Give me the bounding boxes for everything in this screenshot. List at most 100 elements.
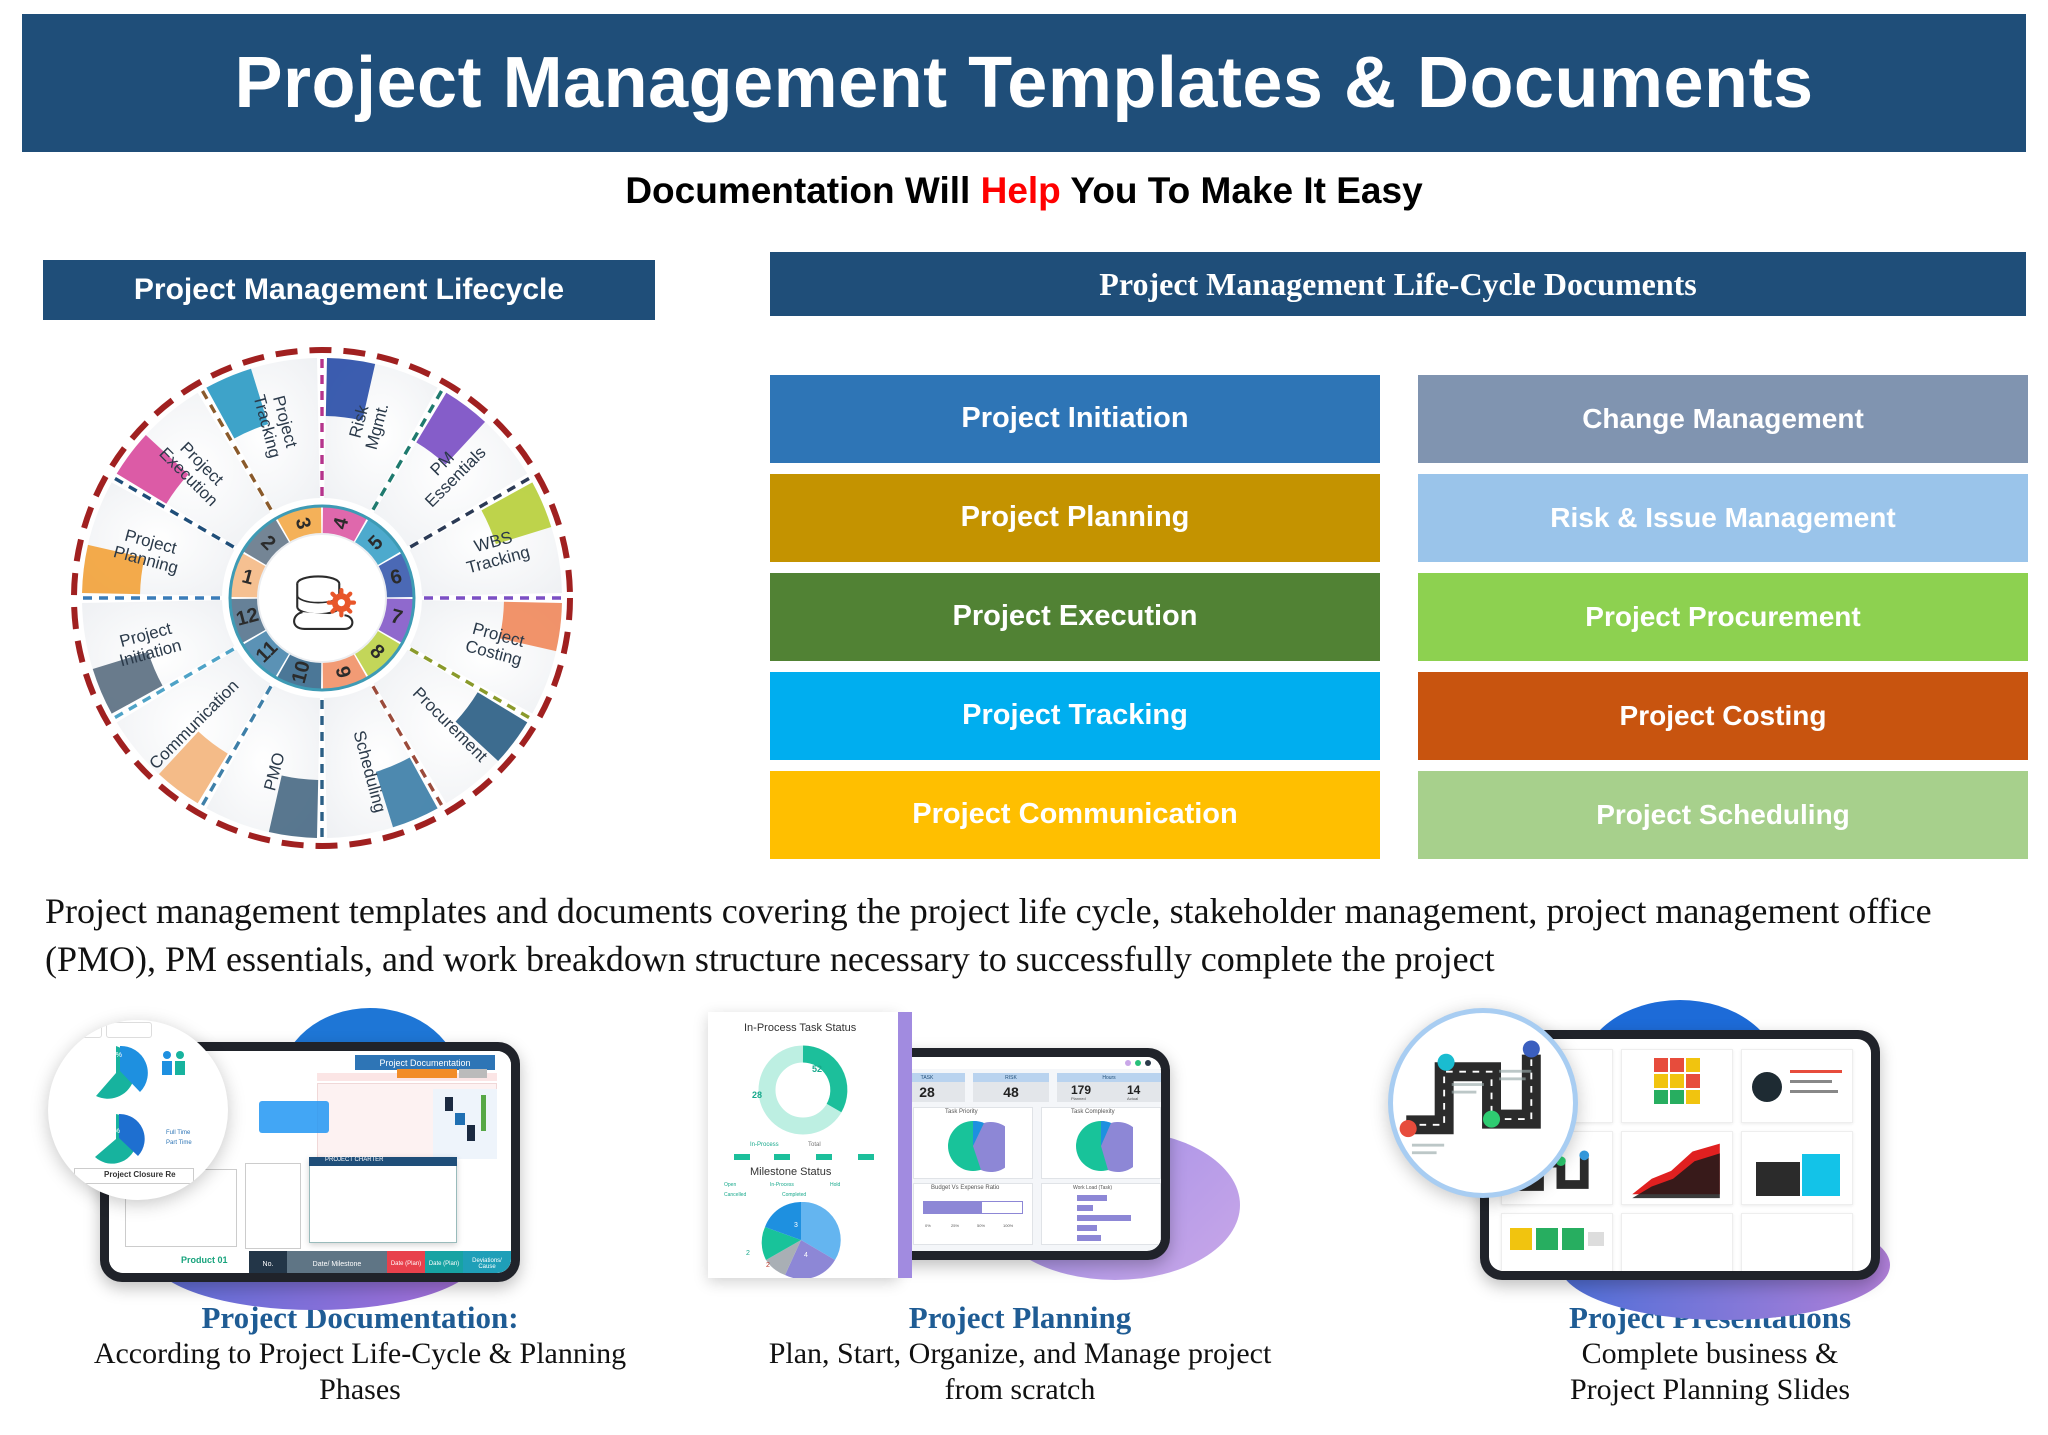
doc-button-project-costing[interactable]: Project Costing — [1418, 672, 2028, 760]
documents-section-header: Project Management Life-Cycle Documents — [770, 252, 2026, 316]
doc-button-label: Project Costing — [1619, 699, 1827, 731]
tablet-screen-2: TASK 28 RISK 48 Hours 179 Planned 14 Act… — [879, 1057, 1161, 1251]
wheel-number-wedge-8 — [353, 629, 402, 678]
card-project-documentation[interactable]: Project Documentation — [30, 1000, 690, 1408]
pie-value-2: 3 — [756, 1220, 760, 1227]
doc-button-project-procurement[interactable]: Project Procurement — [1418, 573, 2028, 661]
legend-part-time: Part Time — [166, 1140, 192, 1146]
pie-task-priority — [948, 1120, 1005, 1172]
donut-value-52: 52 — [812, 1064, 823, 1074]
doc-button-project-communication[interactable]: Project Communication — [770, 771, 1380, 859]
kpi-header-risk: RISK — [973, 1073, 1049, 1082]
doc-button-label: Project Tracking — [962, 699, 1188, 732]
pie-legend-hold: Hold — [830, 1182, 841, 1188]
documents-button-grid: Project Initiation Change Management Pro… — [770, 375, 2028, 859]
doc-button-change-management[interactable]: Change Management — [1418, 375, 2028, 463]
doc-button-project-scheduling[interactable]: Project Scheduling — [1418, 771, 2028, 859]
roadmap-zoom-icon — [1399, 1040, 1541, 1155]
wheel-number-wedge-5 — [353, 518, 402, 567]
doc-button-label: Project Communication — [912, 798, 1238, 831]
subtitle-after: You To Make It Easy — [1060, 170, 1423, 211]
doc-button-project-planning[interactable]: Project Planning — [770, 474, 1380, 562]
card-1-subtitle-line1: According to Project Life-Cycle & Planni… — [93, 1336, 627, 1370]
magnifier-lens-3 — [1388, 1008, 1578, 1198]
pie-task-complexity — [1076, 1120, 1133, 1172]
pie-label-56: 56% — [106, 1128, 121, 1135]
kpi-value-actual: 14 — [1127, 1083, 1141, 1097]
page-title: Project Management Templates & Documents — [234, 43, 1814, 123]
wheel-number-7: 7 — [388, 605, 404, 629]
wheel-number-wedge-11 — [242, 629, 291, 678]
card-project-presentations[interactable]: Project Presentations Complete business … — [1380, 1000, 2040, 1408]
wheel-center-hub — [257, 533, 387, 663]
kpi-header-task: TASK — [889, 1073, 965, 1082]
people-icon — [162, 1051, 185, 1075]
slide-icon-grid — [1501, 1213, 1613, 1271]
doc-button-label: Project Initiation — [961, 402, 1189, 435]
slide-risk-matrix — [1621, 1049, 1733, 1123]
title-banner: Project Management Templates & Documents — [22, 14, 2026, 152]
documents-header-label: Project Management Life-Cycle Documents — [1099, 265, 1697, 302]
lifecycle-header-label: Project Management Lifecycle — [133, 273, 565, 306]
doc-button-label: Change Management — [1582, 402, 1864, 434]
table-header-milestone: Date/ Milestone — [287, 1251, 387, 1273]
pie-chart-bottom — [95, 1113, 145, 1164]
chart-title-task-complexity: Task Complexity — [1071, 1109, 1115, 1115]
doc-label: Project Closure Re — [104, 1170, 176, 1179]
doc-button-project-tracking[interactable]: Project Tracking — [770, 672, 1380, 760]
slide-profile — [1741, 1049, 1853, 1123]
donut-legend-in-process: In-Process — [750, 1142, 779, 1148]
pie-legend-in-process: In-Process — [770, 1182, 794, 1188]
pie-label-55: 55% — [78, 1054, 93, 1061]
doc-button-label: Project Execution — [952, 600, 1198, 633]
screen-title-bar: Project Documentation — [355, 1055, 495, 1070]
card-2-subtitle-line2: from scratch — [944, 1372, 1096, 1406]
card-3-artwork — [1380, 1000, 2040, 1320]
donut-task-status — [758, 1045, 848, 1135]
doc-button-project-execution[interactable]: Project Execution — [770, 573, 1380, 661]
wheel-segment-11 — [116, 649, 271, 804]
doc-button-label: Project Procurement — [1585, 600, 1861, 632]
pie-milestone-status — [761, 1202, 841, 1278]
pie-legend-completed: Completed — [782, 1192, 807, 1198]
chart-title-workload: Work Load (Task) — [1073, 1185, 1113, 1191]
magnifier-lens: 4.4 66 48% 55% — [48, 1020, 228, 1200]
doc-button-label: Risk & Issue Management — [1550, 501, 1896, 533]
product-label: Product 01 — [181, 1255, 228, 1265]
wheel-number-3: 3 — [291, 515, 315, 531]
slide-area-chart — [1621, 1131, 1733, 1205]
chart-title-budget: Budget Vs Expense Ratio — [931, 1185, 1000, 1191]
feature-cards: Project Documentation — [0, 1000, 2048, 1435]
kpi-sublabel-planned: Planned — [1071, 1096, 1086, 1101]
panel-title-milestone: Milestone Status — [750, 1166, 832, 1178]
panel-spine — [898, 1012, 912, 1278]
doc-button-label: Project Planning — [960, 501, 1190, 534]
donut-value-28: 28 — [752, 1090, 763, 1100]
pie-chart-top — [96, 1045, 148, 1099]
tablet-frame-2: TASK 28 RISK 48 Hours 179 Planned 14 Act… — [870, 1048, 1170, 1260]
lifecycle-section-header: Project Management Lifecycle — [43, 260, 655, 320]
card-2-caption: Project Planning Plan, Start, Organize, … — [690, 1300, 1350, 1408]
card-1-caption: Project Documentation: According to Proj… — [30, 1300, 690, 1408]
table-header-no: No. — [249, 1251, 287, 1273]
doc-button-project-initiation[interactable]: Project Initiation — [770, 375, 1380, 463]
pie-label-48: 48% — [108, 1052, 123, 1059]
table-header-date-plan-2: Date (Plan) — [425, 1251, 463, 1273]
pie-value-4: 2 — [766, 1262, 770, 1269]
pie-value-3: 2 — [746, 1250, 750, 1257]
doc-button-label: Project Scheduling — [1596, 798, 1850, 830]
card-3-subtitle-line2: Project Planning Slides — [1570, 1372, 1850, 1406]
doc-button-risk-issue-management[interactable]: Risk & Issue Management — [1418, 474, 2028, 562]
pie-value-5: 4 — [804, 1252, 808, 1259]
wheel-segment-2 — [116, 392, 271, 547]
slide-blank-1 — [1621, 1213, 1733, 1271]
card-project-planning[interactable]: TASK 28 RISK 48 Hours 179 Planned 14 Act… — [690, 1000, 1350, 1408]
subtitle-before: Documentation Will — [625, 170, 981, 211]
wheel-segment-5 — [373, 392, 528, 547]
wheel-number-wedge-2 — [242, 518, 291, 567]
table-header-date-plan-1: Date (Plan) — [387, 1251, 425, 1273]
kpi-value-planned: 179 — [1071, 1083, 1092, 1097]
slide-blank-2 — [1741, 1213, 1853, 1271]
